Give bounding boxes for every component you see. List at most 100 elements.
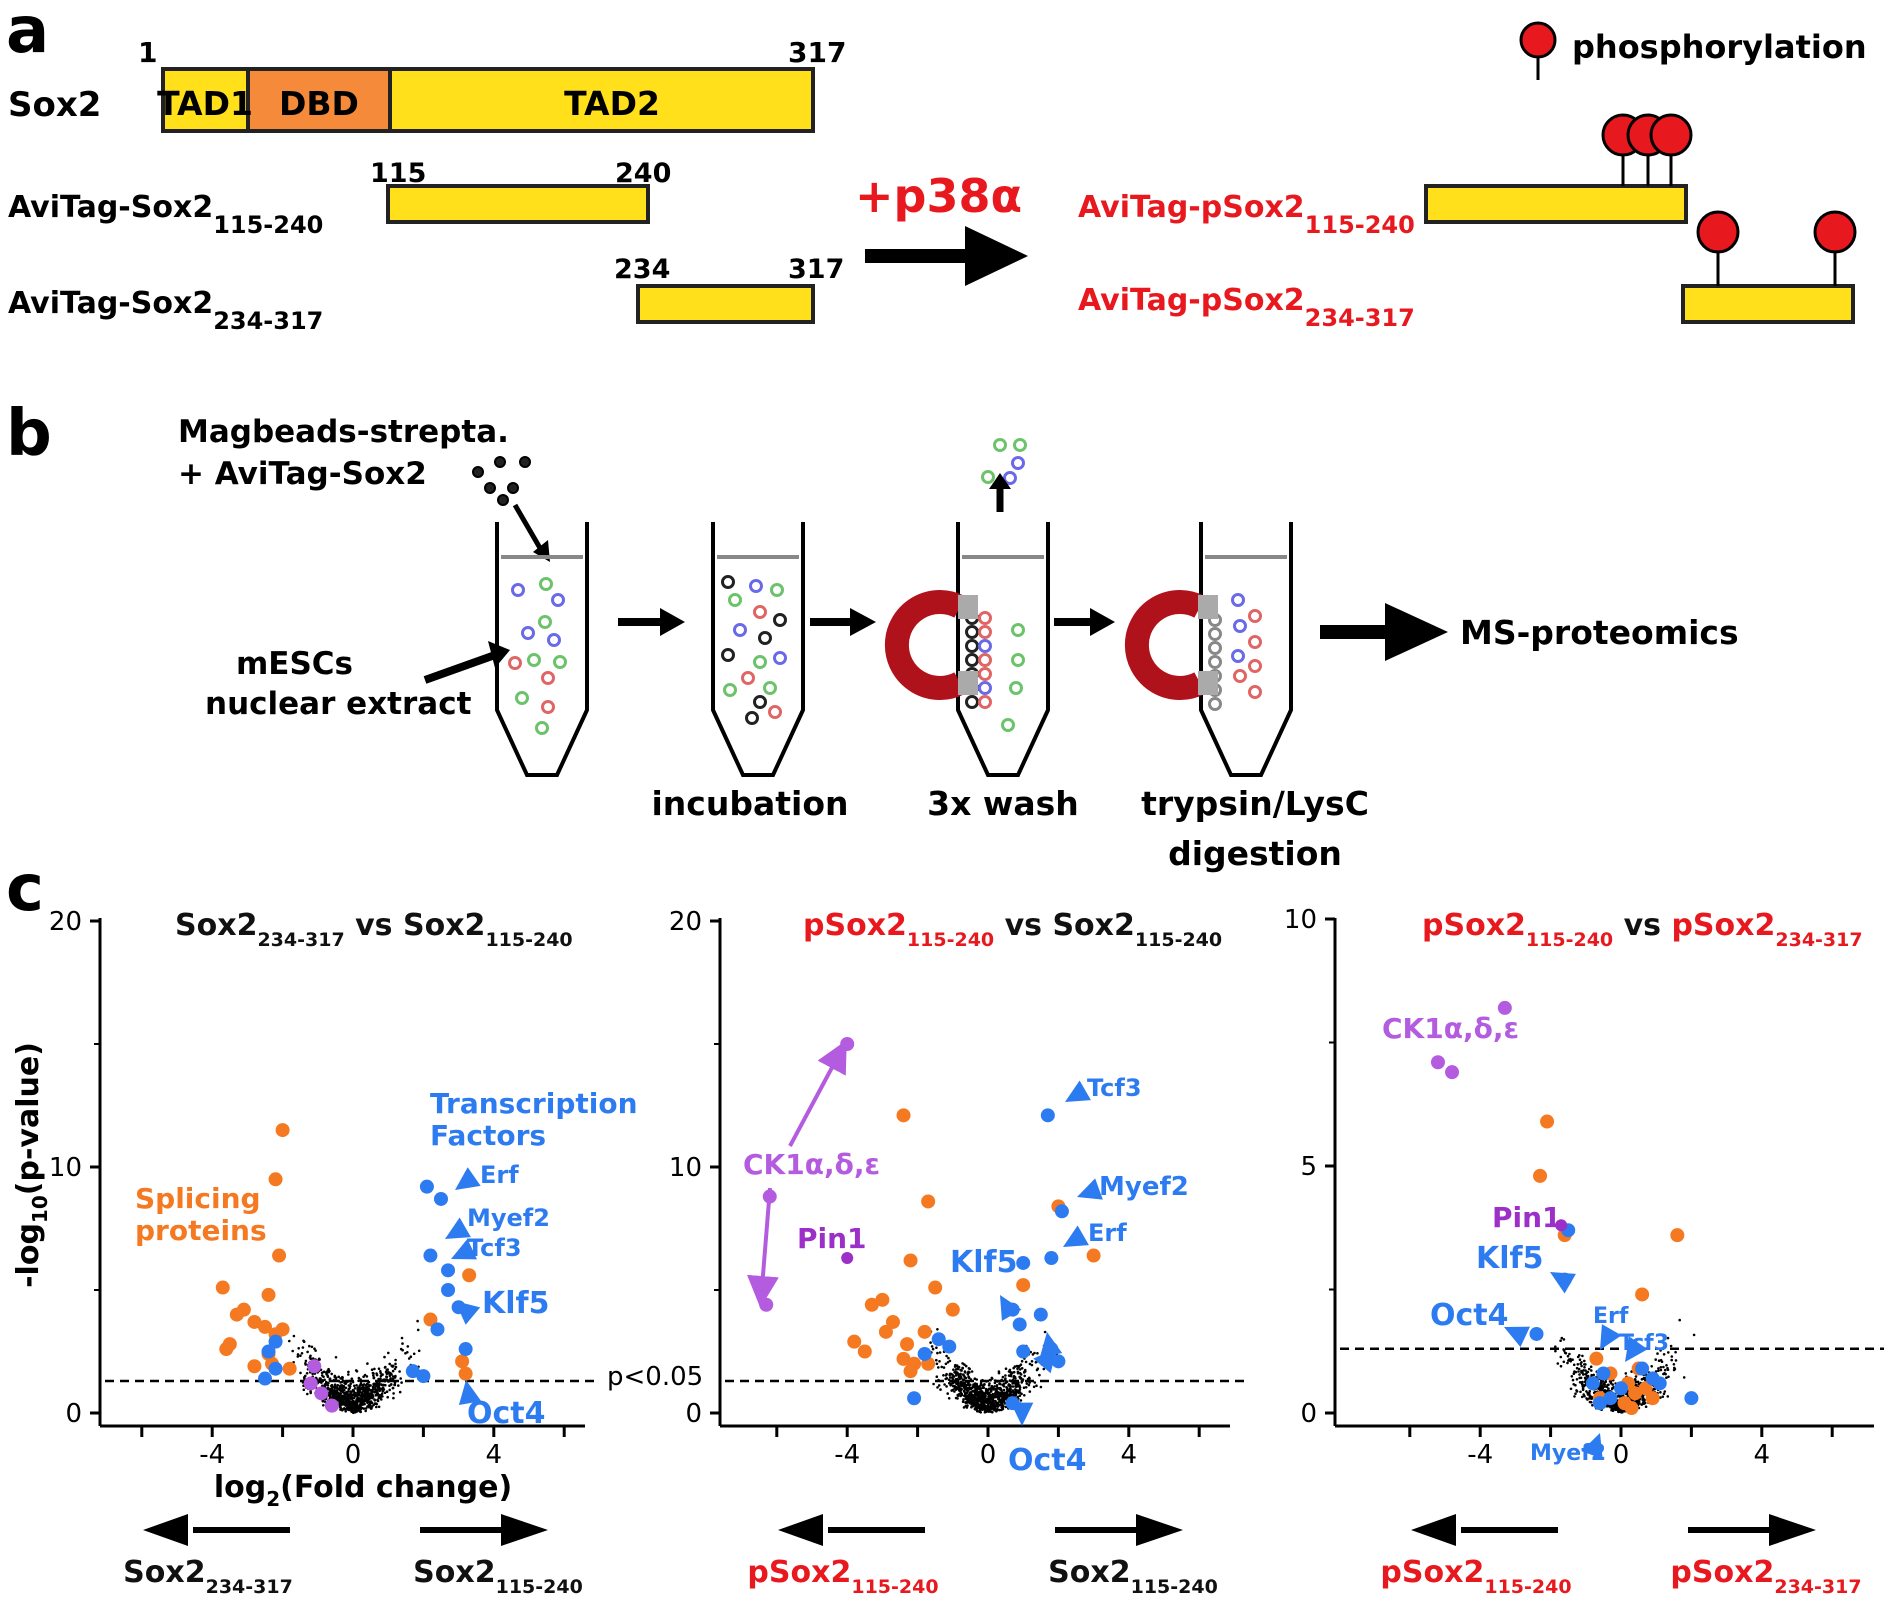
bead — [749, 579, 763, 593]
data-point — [386, 1368, 390, 1371]
data-point — [991, 1398, 995, 1402]
data-point — [1012, 1366, 1015, 1370]
data-point — [364, 1386, 368, 1390]
data-point — [1576, 1363, 1580, 1366]
data-point — [341, 1379, 345, 1382]
data-point — [1033, 1381, 1037, 1384]
highlighted-point — [219, 1342, 234, 1357]
data-point — [985, 1407, 988, 1411]
data-point — [1556, 1362, 1560, 1365]
data-point — [416, 1319, 419, 1323]
bead — [728, 593, 742, 607]
data-point — [384, 1365, 387, 1369]
bead — [773, 651, 787, 665]
data-point — [1022, 1386, 1026, 1389]
data-point — [989, 1404, 993, 1408]
data-point — [955, 1385, 958, 1389]
data-point — [302, 1388, 306, 1392]
data-point — [943, 1383, 946, 1386]
data-point — [1581, 1371, 1584, 1374]
data-point — [1008, 1384, 1012, 1387]
data-point — [377, 1377, 380, 1381]
data-point — [1028, 1362, 1032, 1366]
data-point — [1575, 1389, 1578, 1392]
data-point — [1643, 1401, 1647, 1405]
data-point — [303, 1376, 306, 1379]
highlighted-point — [896, 1108, 911, 1123]
plot-title: pSox2115-240 vs pSox2234-317 — [1422, 908, 1863, 951]
data-point — [983, 1405, 987, 1408]
data-point — [956, 1382, 960, 1385]
data-point — [387, 1351, 390, 1355]
data-point — [1559, 1339, 1562, 1342]
data-point — [375, 1389, 379, 1393]
plot-title: pSox2115-240 vs Sox2115-240 — [803, 908, 1222, 951]
data-point — [1559, 1355, 1563, 1359]
data-point — [990, 1376, 994, 1380]
data-point — [1559, 1364, 1563, 1368]
data-point — [1600, 1381, 1603, 1384]
bead — [541, 700, 555, 714]
data-point — [954, 1368, 958, 1371]
data-point — [985, 1380, 988, 1383]
data-point — [1570, 1375, 1574, 1378]
highlighted-point — [1596, 1366, 1611, 1381]
highlighted-point — [458, 1342, 473, 1357]
bead — [553, 655, 567, 669]
highlighted-point — [1445, 1065, 1460, 1080]
data-point — [353, 1404, 357, 1408]
data-point — [975, 1378, 978, 1381]
data-point — [351, 1401, 355, 1405]
data-point — [308, 1344, 311, 1348]
panel-label-c: c — [6, 852, 44, 926]
data-point — [391, 1369, 395, 1373]
highlighted-point — [1016, 1344, 1031, 1359]
data-point — [978, 1397, 981, 1400]
highlighted-point — [1012, 1317, 1027, 1332]
data-point — [360, 1401, 363, 1404]
data-point — [935, 1358, 938, 1362]
data-point — [375, 1372, 378, 1375]
data-point — [347, 1370, 350, 1374]
data-point — [359, 1408, 363, 1411]
protein-label-erf: Erf — [1088, 1219, 1127, 1247]
bead — [978, 611, 992, 625]
data-point — [386, 1395, 390, 1399]
data-point — [1042, 1367, 1046, 1371]
bead — [978, 667, 992, 681]
data-point — [292, 1334, 296, 1338]
data-point — [314, 1349, 317, 1352]
data-point — [366, 1362, 369, 1365]
highlighted-point — [1635, 1361, 1650, 1376]
data-point — [1667, 1351, 1670, 1354]
data-point — [1012, 1374, 1016, 1378]
data-point — [384, 1383, 387, 1387]
highlighted-point — [1624, 1401, 1639, 1416]
extract-label-line1: mESCs — [236, 646, 353, 682]
data-point — [936, 1386, 939, 1389]
data-point — [304, 1362, 307, 1365]
data-point — [392, 1364, 395, 1368]
data-point — [1028, 1381, 1031, 1384]
data-point — [962, 1398, 965, 1401]
data-point — [330, 1392, 333, 1395]
left-direction-label: pSox2115-240 — [747, 1555, 938, 1598]
highlighted-point — [229, 1307, 244, 1322]
fragment2-end: 317 — [788, 254, 844, 285]
data-point — [997, 1397, 1000, 1401]
data-point — [1569, 1387, 1573, 1391]
data-point — [356, 1399, 359, 1402]
highlighted-point — [1684, 1391, 1699, 1406]
data-point — [381, 1373, 384, 1376]
data-point — [998, 1408, 1001, 1412]
step-digestion-label-line2: digestion — [1168, 834, 1342, 873]
data-point — [369, 1404, 372, 1408]
data-point — [386, 1379, 390, 1383]
data-point — [956, 1393, 959, 1397]
data-point — [1034, 1361, 1038, 1364]
data-point — [1672, 1363, 1676, 1366]
data-point — [306, 1392, 309, 1396]
highlighted-point — [1497, 1000, 1512, 1015]
data-point — [337, 1379, 341, 1383]
